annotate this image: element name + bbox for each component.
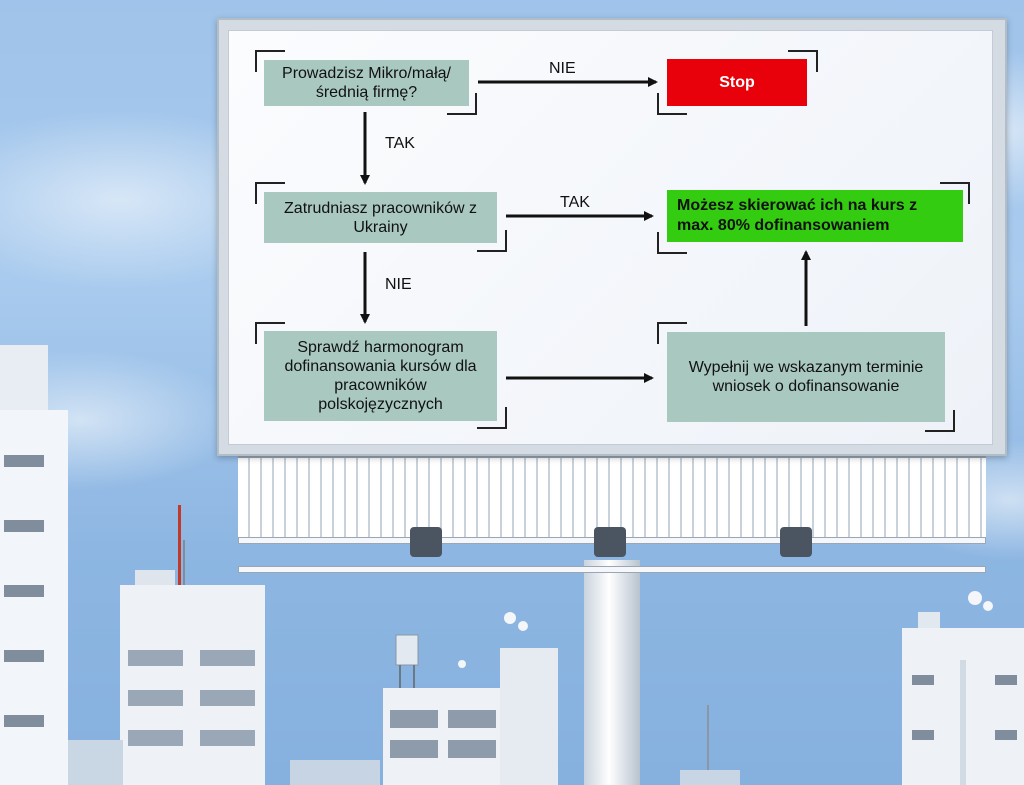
bracket-check-br [477, 407, 507, 429]
bracket-stop-tr [788, 50, 818, 72]
check-schedule-line4: polskojęzycznych [318, 396, 443, 413]
bracket-result-tr [940, 182, 970, 204]
check-schedule-line2: dofinansowania kursów dla [284, 358, 477, 375]
apply-line1: Wypełnij we wskazanym terminie [688, 359, 924, 376]
bracket-stop-bl [657, 93, 687, 115]
bracket-q2-tl [255, 182, 285, 204]
stop-label: Stop [719, 74, 755, 91]
question-company-size: Prowadzisz Mikro/małą/ średnią firmę? [264, 60, 469, 106]
label-q1-nie: NIE [549, 60, 576, 77]
question-ukrainian-employees-line2: Ukrainy [353, 218, 408, 236]
result-box: Możesz skierować ich na kurs z max. 80% … [667, 190, 963, 242]
check-schedule-line3: pracowników [334, 377, 427, 394]
billboard-post [584, 560, 640, 785]
label-q1-tak: TAK [385, 135, 415, 152]
billboard-lamp-center [594, 527, 626, 557]
billboard-lamp-right [780, 527, 812, 557]
label-q2-nie: NIE [385, 276, 412, 293]
bracket-q2-br [477, 230, 507, 252]
apply-line2: wniosek o dofinansowanie [712, 378, 900, 395]
result-line1: Możesz skierować ich na kurs z [677, 197, 918, 214]
question-company-size-line1: Prowadzisz Mikro/małą/ [282, 65, 451, 82]
question-ukrainian-employees-line1: Zatrudniasz pracowników z [284, 199, 477, 217]
billboard-rail-bottom [238, 566, 986, 573]
bracket-apply-br [925, 410, 955, 432]
bracket-apply-tl [657, 322, 687, 344]
question-company-size-line2: średnią firmę? [315, 84, 418, 101]
result-line2: max. 80% dofinansowaniem [677, 217, 890, 234]
check-schedule-line1: Sprawdź harmonogram [297, 339, 464, 356]
billboard-lamp-left [410, 527, 442, 557]
bracket-check-tl [255, 322, 285, 344]
bracket-result-bl [657, 232, 687, 254]
stop-box: Stop [667, 59, 807, 106]
billboard-underside [238, 455, 986, 540]
bracket-q1-br [447, 93, 477, 115]
bracket-q1-tl [255, 50, 285, 72]
apply-box: Wypełnij we wskazanym terminie wniosek o… [667, 332, 945, 422]
question-ukrainian-employees: Zatrudniasz pracowników z Ukrainy [264, 192, 497, 243]
check-schedule-box: Sprawdź harmonogram dofinansowania kursó… [264, 331, 497, 421]
label-q2-tak: TAK [560, 194, 590, 211]
